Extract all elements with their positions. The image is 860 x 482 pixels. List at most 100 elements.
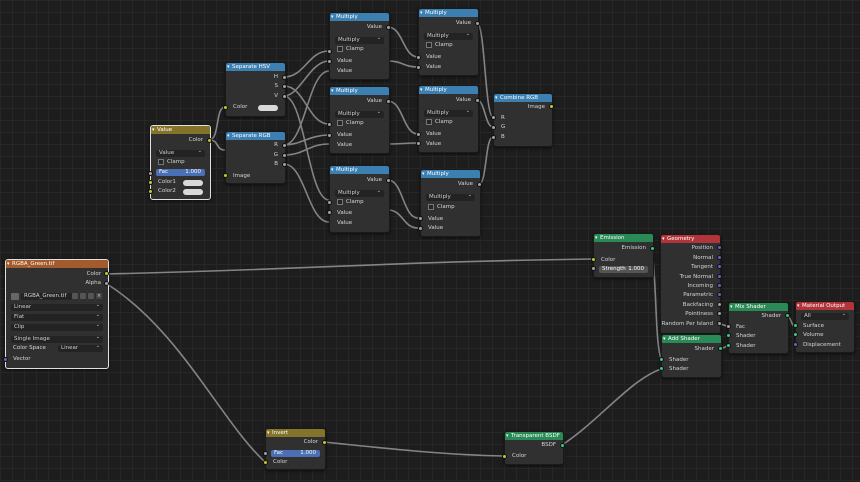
collapse-icon[interactable]: ▾ — [7, 261, 10, 267]
collapse-icon[interactable]: ▾ — [797, 303, 800, 309]
clamp-checkbox[interactable]: Clamp — [330, 45, 389, 54]
projection-dropdown[interactable]: Flat — [11, 312, 103, 321]
clamp-checkbox[interactable]: Clamp — [330, 119, 389, 128]
image-name-field[interactable]: RGBA_Green.tif — [21, 293, 72, 300]
collapse-icon[interactable]: ▾ — [730, 304, 733, 310]
fake-user-icon[interactable] — [72, 293, 78, 299]
operation-dropdown[interactable]: Multiply — [335, 188, 384, 197]
checkbox-icon[interactable] — [426, 118, 432, 125]
collapse-icon[interactable]: ▾ — [267, 430, 270, 436]
collapse-icon[interactable]: ▾ — [331, 167, 334, 173]
node-header[interactable]: ▾Multiply — [419, 86, 478, 94]
node-header[interactable]: ▾Add Shader — [662, 335, 721, 343]
multiply-node-3[interactable]: ▾Multiply Value Multiply Clamp Value Val… — [329, 165, 390, 233]
socket-input[interactable] — [491, 115, 496, 120]
socket-input[interactable] — [148, 171, 153, 176]
interpolation-dropdown[interactable]: Linear — [11, 302, 103, 311]
node-header[interactable]: ▾RGBA_Green.tif — [6, 260, 108, 268]
socket-input[interactable] — [659, 366, 664, 371]
source-dropdown[interactable]: Single Image — [11, 334, 103, 343]
open-image-icon[interactable] — [88, 293, 94, 299]
socket-input[interactable] — [223, 173, 228, 178]
checkbox-icon[interactable] — [158, 158, 164, 165]
collapse-icon[interactable]: ▾ — [420, 87, 423, 93]
node-header[interactable]: ▾Multiply — [421, 170, 480, 178]
socket-output[interactable] — [322, 440, 327, 445]
node-header[interactable]: ▾Combine RGB — [494, 94, 552, 102]
node-header[interactable]: ▾Separate HSV — [226, 63, 285, 71]
multiply-node-4[interactable]: ▾Multiply Value Multiply Clamp Value Val… — [418, 8, 479, 76]
checkbox-icon[interactable] — [428, 203, 434, 210]
socket-input[interactable] — [491, 135, 496, 140]
color1-swatch[interactable] — [183, 180, 203, 186]
socket-output[interactable] — [477, 182, 482, 187]
socket-input[interactable] — [418, 226, 423, 231]
socket-output[interactable] — [475, 98, 480, 103]
node-header[interactable]: ▾Material Output — [796, 302, 854, 310]
collapse-icon[interactable]: ▾ — [422, 171, 425, 177]
socket-input[interactable] — [263, 451, 268, 456]
combine-rgb-node[interactable]: ▾Combine RGB Image R G B — [493, 93, 553, 147]
operation-dropdown[interactable]: Multiply — [424, 31, 473, 40]
socket-input[interactable] — [793, 323, 798, 328]
operation-dropdown[interactable]: Multiply — [335, 109, 384, 118]
checkbox-icon[interactable] — [337, 198, 343, 205]
close-icon[interactable]: × — [96, 293, 102, 299]
socket-output[interactable] — [717, 292, 722, 297]
socket-output[interactable] — [104, 271, 109, 276]
socket-output[interactable] — [386, 99, 391, 104]
extension-dropdown[interactable]: Clip — [11, 322, 103, 331]
socket-input[interactable] — [327, 122, 332, 127]
socket-output[interactable] — [717, 264, 722, 269]
socket-input[interactable] — [793, 342, 798, 347]
clamp-checkbox[interactable]: Clamp — [151, 158, 210, 167]
node-header[interactable]: ▾Multiply — [330, 166, 389, 174]
socket-input[interactable] — [327, 200, 332, 205]
geometry-node[interactable]: ▾Geometry Position Normal Tangent True N… — [660, 234, 721, 334]
socket-input[interactable] — [416, 55, 421, 60]
node-header[interactable]: ▾Separate RGB — [226, 132, 285, 140]
clamp-checkbox[interactable]: Clamp — [419, 41, 478, 50]
socket-input[interactable] — [591, 257, 596, 262]
socket-input[interactable] — [327, 59, 332, 64]
collapse-icon[interactable]: ▾ — [595, 235, 598, 241]
socket-output[interactable] — [717, 245, 722, 250]
collapse-icon[interactable]: ▾ — [152, 127, 155, 133]
socket-input[interactable] — [148, 189, 153, 194]
node-header[interactable]: ▾Mix Shader — [729, 303, 788, 311]
socket-input[interactable] — [418, 216, 423, 221]
checkbox-icon[interactable] — [337, 45, 343, 52]
socket-input[interactable] — [793, 332, 798, 337]
socket-output[interactable] — [282, 75, 287, 80]
socket-output[interactable] — [207, 138, 212, 143]
collapse-icon[interactable]: ▾ — [420, 10, 423, 16]
clamp-checkbox[interactable]: Clamp — [330, 198, 389, 207]
socket-input[interactable] — [659, 357, 664, 362]
socket-input[interactable] — [416, 141, 421, 146]
clamp-checkbox[interactable]: Clamp — [419, 118, 478, 127]
separate-hsv-node[interactable]: ▾Separate HSV H S V Color — [225, 62, 286, 117]
socket-output[interactable] — [717, 321, 722, 326]
node-header[interactable]: ▾Multiply — [330, 13, 389, 21]
socket-output[interactable] — [104, 281, 109, 286]
checkbox-icon[interactable] — [426, 41, 432, 48]
operation-dropdown[interactable]: Multiply — [424, 108, 473, 117]
clamp-checkbox[interactable]: Clamp — [421, 203, 480, 212]
socket-input[interactable] — [327, 49, 332, 54]
collapse-icon[interactable]: ▾ — [227, 64, 230, 70]
multiply-node-1[interactable]: ▾Multiply Value Multiply Clamp Value Val… — [329, 12, 390, 80]
transparent-bsdf-node[interactable]: ▾Transparent BSDF BSDF Color — [504, 431, 564, 465]
socket-input[interactable] — [3, 357, 8, 362]
node-header[interactable]: ▾Geometry — [661, 235, 720, 243]
socket-output[interactable] — [282, 143, 287, 148]
socket-input[interactable] — [502, 454, 507, 459]
socket-input[interactable] — [148, 180, 153, 185]
collapse-icon[interactable]: ▾ — [662, 236, 665, 242]
socket-input[interactable] — [327, 133, 332, 138]
operation-dropdown[interactable]: Multiply — [426, 192, 475, 201]
collapse-icon[interactable]: ▾ — [331, 88, 334, 94]
socket-input[interactable] — [263, 460, 268, 465]
